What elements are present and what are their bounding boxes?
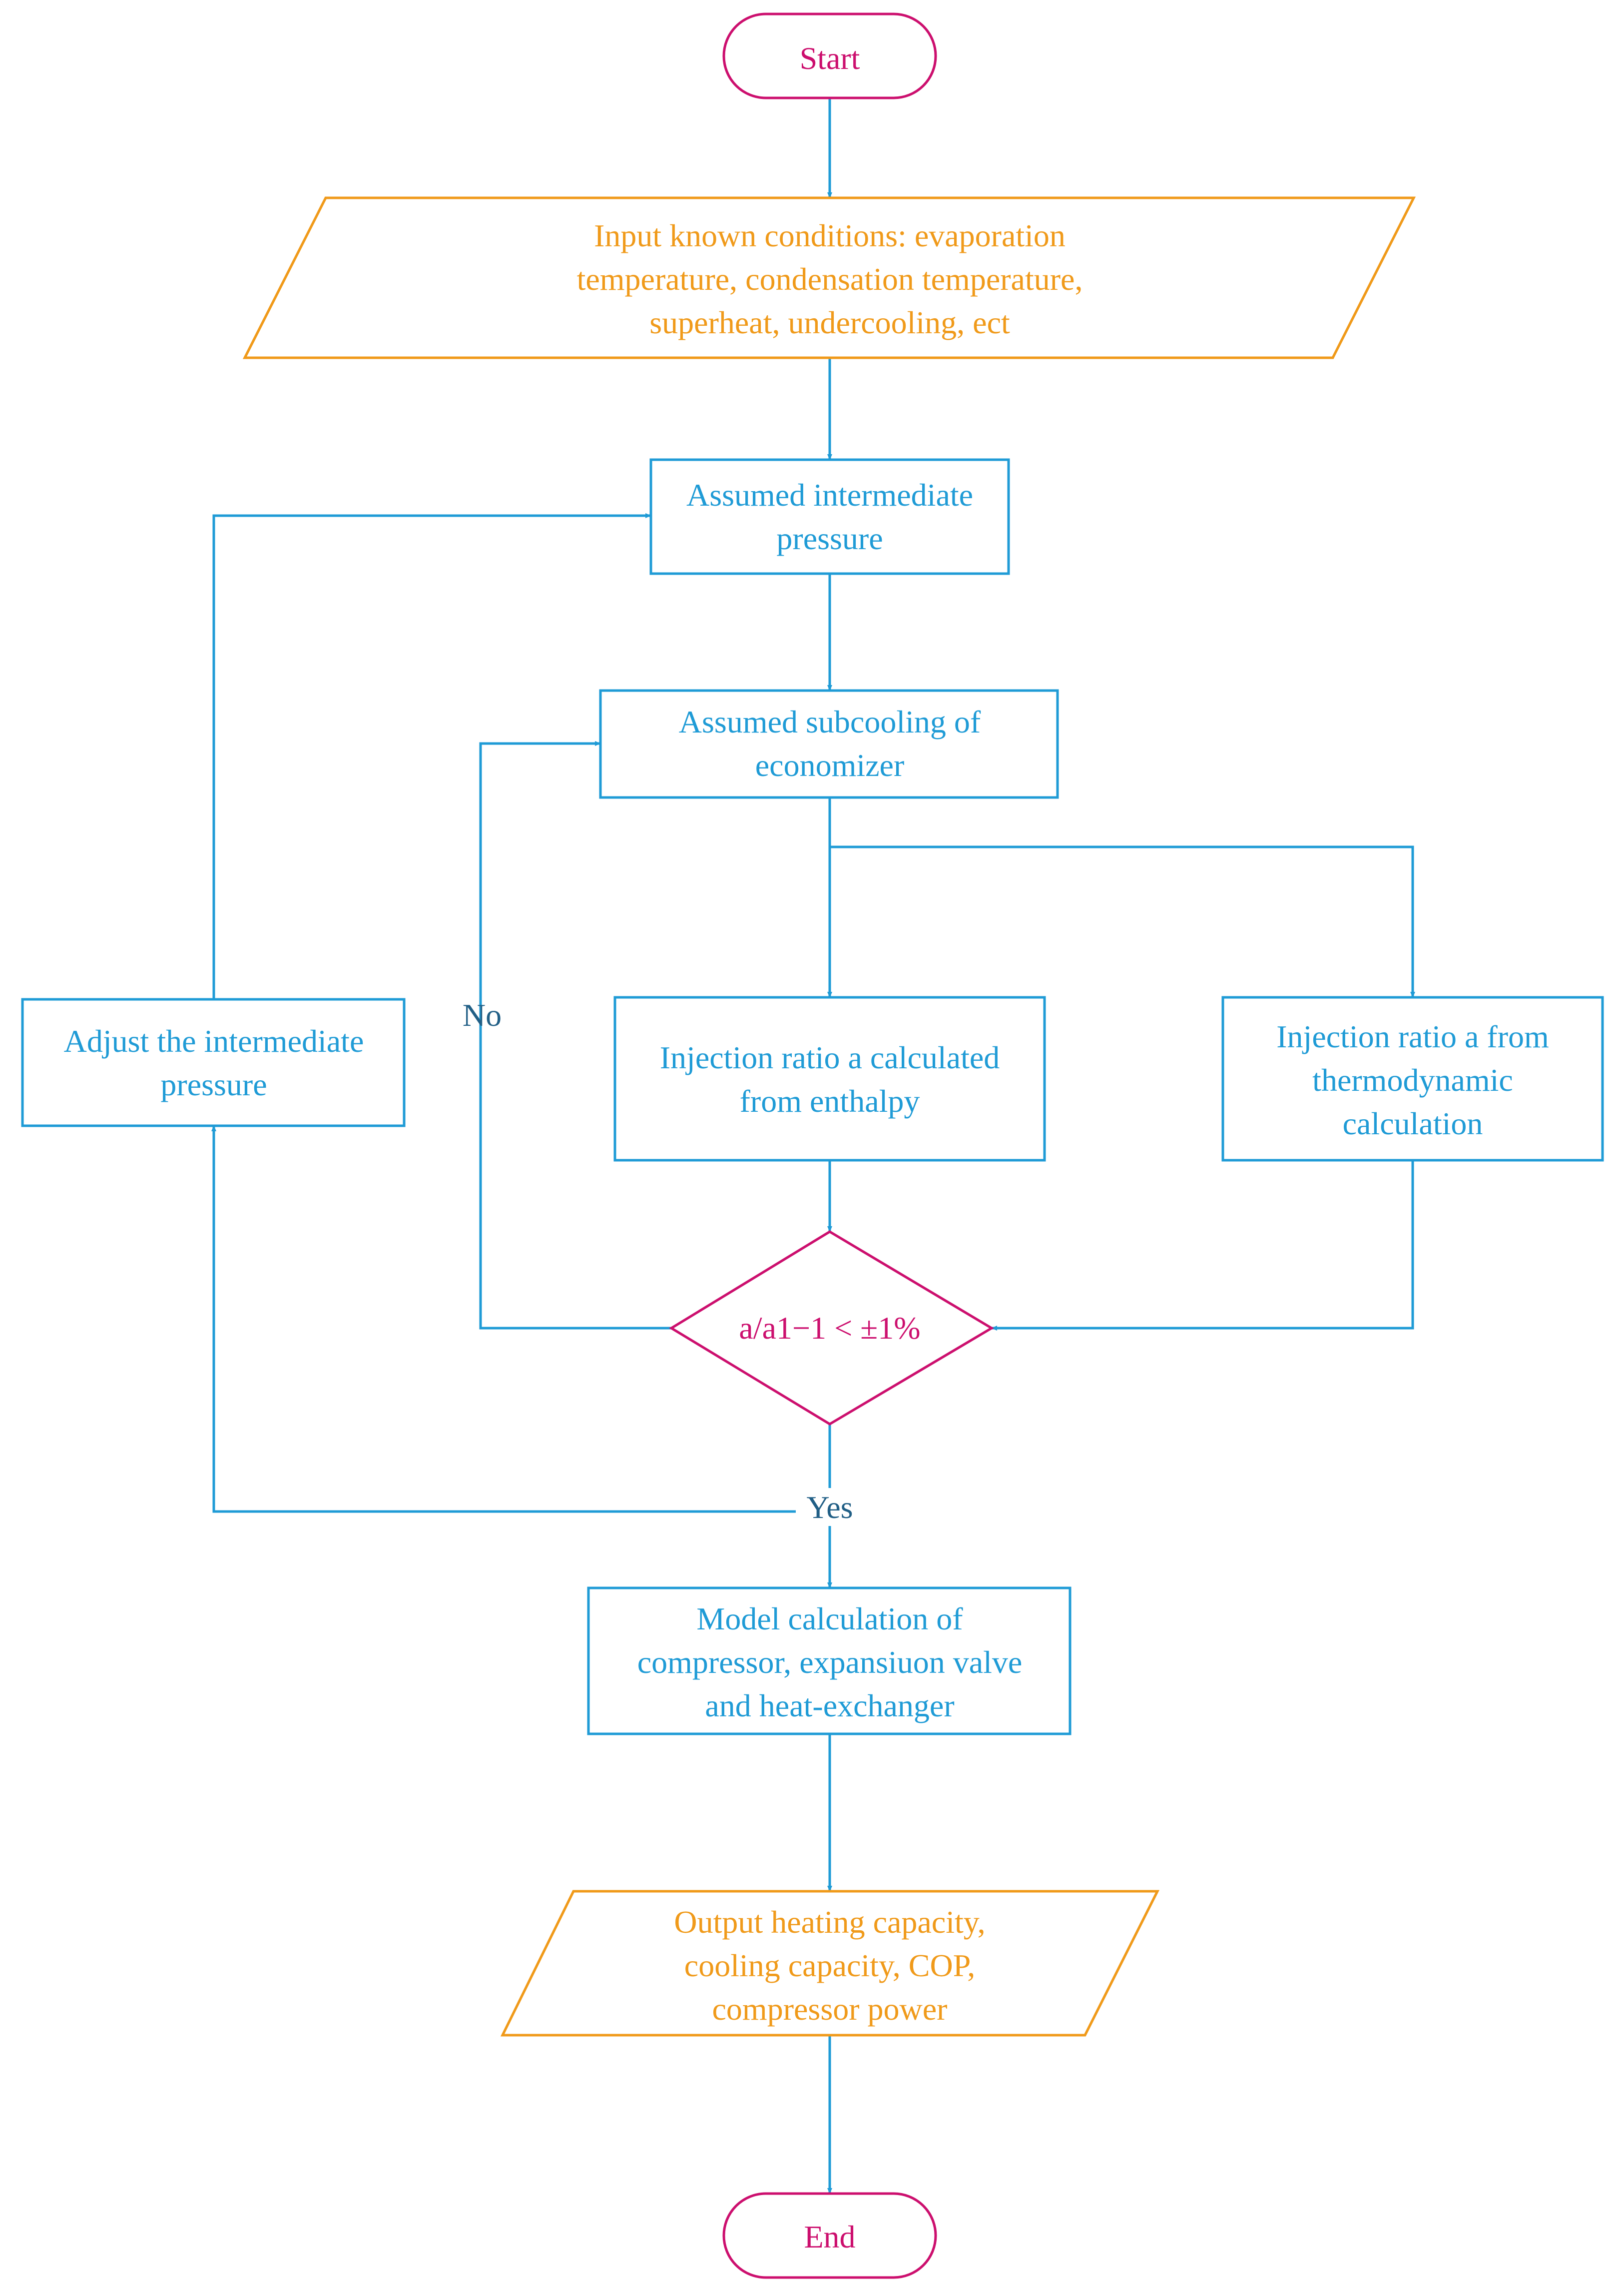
svg-text:pressure: pressure [160, 1067, 267, 1102]
svg-text:Assumed intermediate: Assumed intermediate [686, 477, 973, 513]
svg-text:from enthalpy: from enthalpy [740, 1083, 920, 1119]
injection-thermo-box [1221, 996, 1604, 1162]
branch-label-no: No [463, 997, 502, 1033]
svg-text:Start: Start [800, 40, 860, 76]
svg-text:Adjust the intermediate: Adjust the intermediate [64, 1023, 364, 1059]
arrow-thermo-to-decision [991, 1160, 1414, 1331]
start-terminal [722, 12, 937, 99]
svg-text:superheat, undercooling, ect: superheat, undercooling, ect [649, 305, 1010, 340]
decision-diamond [669, 1230, 994, 1426]
svg-text:End: End [804, 2219, 855, 2255]
end-terminal [722, 2192, 937, 2279]
decision-label: a/a1−1 < ±1% [739, 1310, 920, 1346]
svg-text:calculation: calculation [1343, 1106, 1483, 1141]
start-label: Start [800, 40, 860, 76]
assumed-pressure-box [649, 458, 1010, 575]
svg-text:Injection ratio a calculated: Injection ratio a calculated [660, 1040, 1000, 1075]
input-label: Input known conditions: evaporation temp… [577, 218, 1083, 340]
svg-text:Assumed subcooling of: Assumed subcooling of [679, 704, 981, 740]
output-parallelogram [500, 1890, 1160, 2037]
injection-enthalpy-label: Injection ratio a calculated from enthal… [660, 1040, 1000, 1119]
adjust-pressure-label: Adjust the intermediate pressure [64, 1023, 364, 1102]
model-calc-label: Model calculation of compressor, expansi… [637, 1601, 1023, 1723]
injection-thermo-label: Injection ratio a from thermodynamic cal… [1276, 1019, 1549, 1141]
input-parallelogram [242, 196, 1416, 359]
svg-text:thermodynamic: thermodynamic [1312, 1062, 1513, 1098]
model-calc-box [587, 1586, 1072, 1735]
arrow-no-loop-to-subcooling [479, 741, 671, 1330]
svg-text:temperature, condensation temp: temperature, condensation temperature, [577, 261, 1083, 297]
svg-text:economizer: economizer [755, 748, 905, 783]
svg-text:pressure: pressure [776, 521, 883, 556]
svg-text:a/a1−1 < ±1%: a/a1−1 < ±1% [739, 1310, 920, 1346]
arrow-subcooling-to-thermo [830, 845, 1415, 998]
svg-text:Injection ratio a from: Injection ratio a from [1276, 1019, 1549, 1054]
output-label: Output heating capacity, cooling capacit… [674, 1904, 985, 2027]
assumed-subcooling-label: Assumed subcooling of economizer [679, 704, 981, 783]
svg-text:Output heating capacity,: Output heating capacity, [674, 1904, 985, 1940]
assumed-pressure-label: Assumed intermediate pressure [686, 477, 973, 556]
yes-label-backdrop [796, 1488, 862, 1526]
svg-text:Model calculation of: Model calculation of [696, 1601, 963, 1636]
arrow-adjust-to-pressure [212, 513, 651, 999]
svg-text:cooling capacity, COP,: cooling capacity, COP, [684, 1948, 975, 1983]
end-label: End [804, 2219, 855, 2255]
adjust-pressure-box [21, 998, 406, 1127]
assumed-subcooling-box [599, 689, 1059, 799]
svg-text:compressor, expansiuon valve: compressor, expansiuon valve [637, 1644, 1023, 1680]
arrow-yes-to-adjust [211, 1125, 830, 1513]
injection-enthalpy-box [613, 996, 1046, 1162]
svg-text:and heat-exchanger: and heat-exchanger [705, 1688, 954, 1723]
branch-label-yes: Yes [806, 1490, 853, 1525]
svg-text:compressor power: compressor power [712, 1991, 948, 2027]
svg-text:Input known conditions: evapor: Input known conditions: evaporation [594, 218, 1066, 253]
